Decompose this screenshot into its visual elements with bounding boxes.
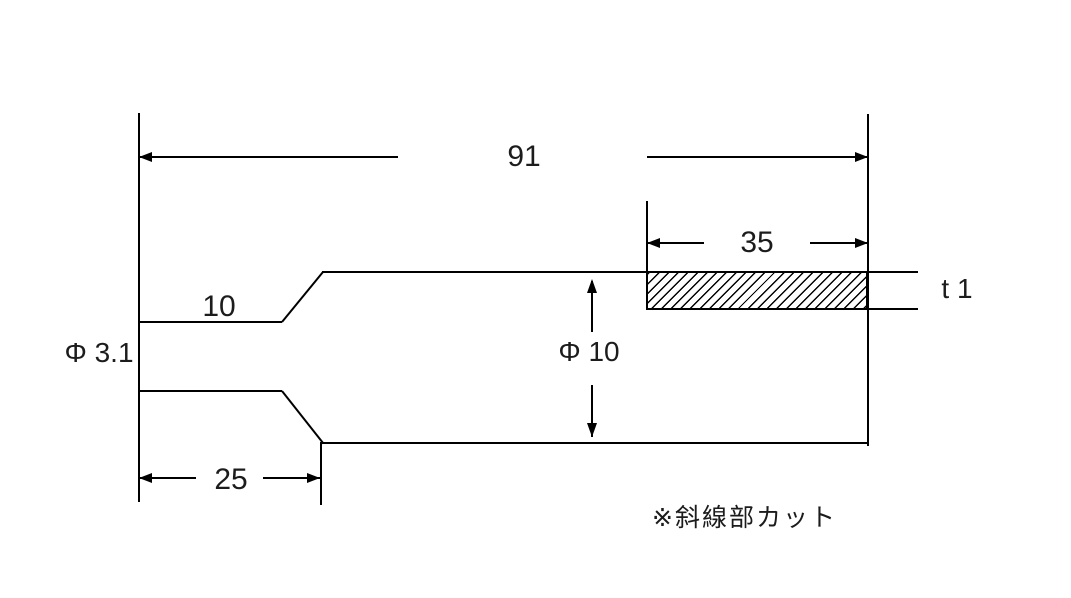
dim-35-arrowhead-right-icon [855, 238, 868, 248]
dim-91-arrowhead-left-icon [139, 152, 152, 162]
dim-35-extension-line [646, 201, 648, 271]
dim-25-arrowhead-left-icon [139, 473, 152, 483]
taper-top-diagonal-line [281, 271, 324, 323]
hatched-area-cut-note: ※斜線部カット [652, 504, 837, 532]
dim-25-line-left [139, 477, 196, 479]
extension-line-left [138, 113, 140, 502]
dia-10-arrowhead-up-icon [587, 279, 597, 293]
dim-91-label: 91 [507, 140, 541, 173]
dia-10-arrow-lower-segment [591, 385, 593, 437]
tip-top-line [139, 321, 282, 323]
tip-bottom-line [139, 390, 282, 392]
dim-25-line-right [263, 477, 320, 479]
dim-35-line-right [810, 242, 868, 244]
dim-25-extension-line [320, 442, 322, 505]
dim-91-line-left [139, 156, 398, 158]
taper-bottom-diagonal-line [281, 390, 325, 445]
extension-line-right [867, 114, 869, 446]
hatch-bottom-extension-line [868, 308, 918, 310]
thickness-label: t 1 [941, 273, 973, 304]
body-top-line [322, 271, 918, 273]
dim-35-arrowhead-left-icon [647, 238, 660, 248]
dim-91-arrowhead-right-icon [855, 152, 868, 162]
tip-diameter-label: Φ 3.1 [64, 337, 134, 368]
dim-91-line-right [647, 156, 868, 158]
dim-25-label: 25 [214, 463, 248, 496]
dim-35-label: 35 [740, 226, 774, 259]
dim-10-label: 10 [202, 290, 236, 323]
body-diameter-label: Φ 10 [558, 336, 620, 367]
body-bottom-line [322, 442, 868, 444]
dia-10-arrow-upper-segment [591, 281, 593, 332]
dim-25-arrowhead-right-icon [307, 473, 320, 483]
hatched-cut-region [646, 271, 868, 310]
dim-35-line-left [647, 242, 704, 244]
dia-10-arrowhead-down-icon [587, 423, 597, 437]
